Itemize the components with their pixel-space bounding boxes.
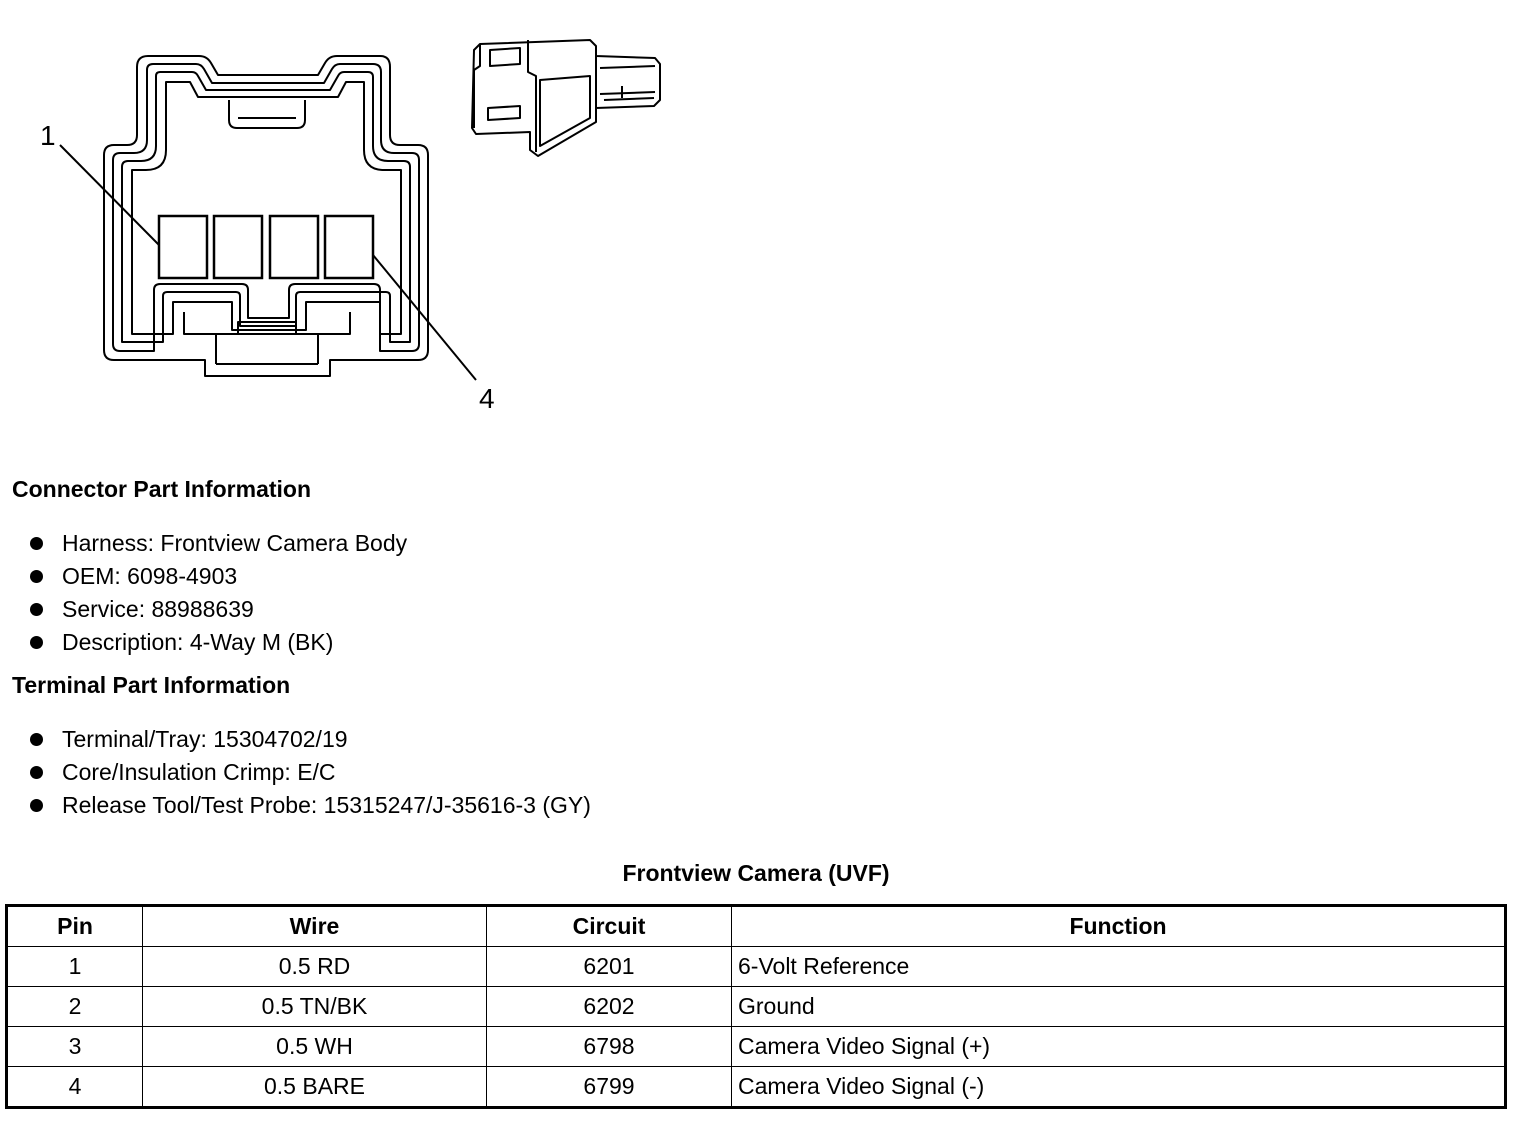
bullet-icon (30, 636, 43, 649)
cell-pin: 3 (6, 1026, 143, 1067)
cell-circuit: 6799 (486, 1066, 732, 1108)
table-row: 3 0.5 WH 6798 Camera Video Signal (+) (6, 1026, 1506, 1067)
table-row: 2 0.5 TN/BK 6202 Ground (6, 986, 1506, 1027)
table-title: Frontview Camera (UVF) (622, 860, 890, 886)
list-item: Harness: Frontview Camera Body (30, 527, 407, 560)
pinout-table: Pin Wire Circuit Function 1 0.5 RD 6201 … (5, 904, 1507, 1109)
cell-pin: 4 (6, 1066, 143, 1108)
bullet-icon (30, 570, 43, 583)
list-item: Service: 88988639 (30, 593, 407, 626)
harness-text: Harness: Frontview Camera Body (62, 530, 408, 556)
connector-info-list: Harness: Frontview Camera Body OEM: 6098… (30, 527, 407, 659)
header-wire: Wire (142, 905, 487, 947)
bullet-icon (30, 603, 43, 616)
cavity-pin-2 (212, 214, 264, 280)
terminal-tray-text: Terminal/Tray: 15304702/19 (62, 726, 348, 752)
table-row: 4 0.5 BARE 6799 Camera Video Signal (-) (6, 1066, 1506, 1108)
cell-wire: 0.5 TN/BK (142, 986, 487, 1027)
terminal-info-heading: Terminal Part Information (12, 672, 291, 698)
list-item: Description: 4-Way M (BK) (30, 626, 407, 659)
cell-function: Ground (731, 986, 1506, 1027)
release-tool-text: Release Tool/Test Probe: 15315247/J-3561… (62, 792, 591, 818)
list-item: Terminal/Tray: 15304702/19 (30, 723, 591, 756)
connector-face-drawing (103, 55, 429, 377)
cell-circuit: 6798 (486, 1026, 732, 1067)
pin-4-callout: 4 (479, 383, 495, 414)
terminal-cavities (157, 214, 375, 280)
connector-info-heading: Connector Part Information (12, 476, 312, 502)
bullet-icon (30, 766, 43, 779)
pin-1-callout: 1 (40, 120, 56, 151)
cavity-pin-4 (323, 214, 375, 280)
cell-wire: 0.5 BARE (142, 1066, 487, 1108)
description-text: Description: 4-Way M (BK) (62, 629, 334, 655)
header-circuit: Circuit (486, 905, 732, 947)
oem-text: OEM: 6098-4903 (62, 563, 238, 589)
table-header-row: Pin Wire Circuit Function (6, 905, 1506, 947)
leader-lines (59, 144, 477, 381)
cell-circuit: 6202 (486, 986, 732, 1027)
bullet-icon (30, 537, 43, 550)
list-item: OEM: 6098-4903 (30, 560, 407, 593)
cell-function: Camera Video Signal (+) (731, 1026, 1506, 1067)
table-row: 1 0.5 RD 6201 6-Volt Reference (6, 946, 1506, 987)
cell-circuit: 6201 (486, 946, 732, 987)
cell-function: Camera Video Signal (-) (731, 1066, 1506, 1108)
bullet-icon (30, 733, 43, 746)
cell-wire: 0.5 RD (142, 946, 487, 987)
header-pin: Pin (6, 905, 143, 947)
connector-side-view (471, 39, 661, 157)
cell-function: 6-Volt Reference (731, 946, 1506, 987)
connector-diagram: 1 4 (0, 0, 700, 430)
crimp-text: Core/Insulation Crimp: E/C (62, 759, 336, 785)
list-item: Core/Insulation Crimp: E/C (30, 756, 591, 789)
header-function: Function (731, 905, 1506, 947)
list-item: Release Tool/Test Probe: 15315247/J-3561… (30, 789, 591, 822)
cell-pin: 1 (6, 946, 143, 987)
bullet-icon (30, 799, 43, 812)
cell-wire: 0.5 WH (142, 1026, 487, 1067)
cell-pin: 2 (6, 986, 143, 1027)
cavity-pin-3 (268, 214, 320, 280)
terminal-info-list: Terminal/Tray: 15304702/19 Core/Insulati… (30, 723, 591, 822)
service-text: Service: 88988639 (62, 596, 254, 622)
cavity-pin-1 (157, 214, 209, 280)
